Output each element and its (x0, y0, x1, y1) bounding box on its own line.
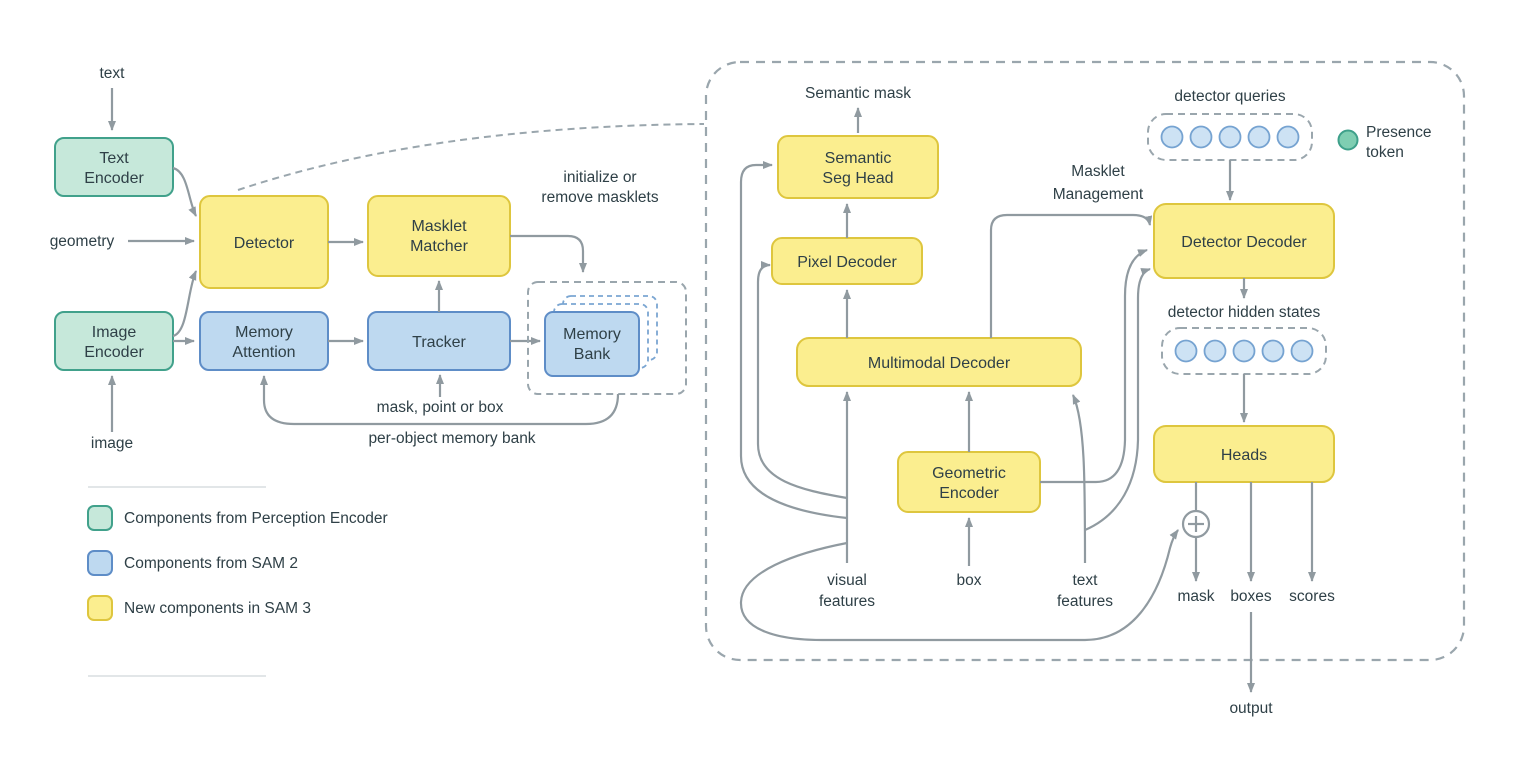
pixel-decoder-label: Pixel Decoder (797, 254, 897, 271)
arrow-multimodal-to-detector-decoder (989, 213, 1153, 338)
semantic-seg-head-label-line1: Semantic (825, 150, 892, 167)
arrow-text-encoder-to-detector (172, 166, 197, 217)
note-initialize-line2: remove masklets (541, 189, 658, 206)
memory-bank-box (544, 311, 640, 377)
memory-bank-label-line2: Bank (574, 346, 611, 363)
memory-attention-label-line1: Memory (235, 324, 293, 341)
note-mask-point-box: mask, point or box (377, 399, 504, 416)
geometric-encoder-label-line1: Geometric (932, 465, 1006, 482)
masklet-management-label-line1: Masklet (1071, 163, 1125, 180)
query-token-circle (1218, 125, 1242, 149)
presence-token-label-line1: Presence (1366, 124, 1431, 141)
detector-decoder-label: Detector Decoder (1181, 234, 1307, 251)
memory-attention-label-line2: Attention (232, 344, 295, 361)
arrow-masklet-matcher-to-memory-bank (510, 234, 587, 273)
query-token-circle (1276, 125, 1300, 149)
visual-features-label-line2: features (819, 593, 875, 610)
image-encoder-label-line1: Image (92, 324, 137, 341)
detector-queries-label: detector queries (1174, 88, 1285, 105)
legend-swatch-sam2 (87, 550, 113, 576)
semantic-seg-head-label-line2: Seg Head (822, 170, 893, 187)
note-per-object-memory-bank: per-object memory bank (368, 430, 535, 447)
left-diagram: text Text Encoder geometry Detector Mask… (50, 65, 705, 677)
legend-label-sam2: Components from SAM 2 (124, 555, 298, 572)
text-encoder-label-line1: Text (99, 150, 129, 167)
multimodal-decoder-box (796, 337, 1082, 387)
legend: Components from Perception Encoder Compo… (87, 486, 388, 677)
arrow-image-encoder-to-detector (172, 270, 198, 338)
visual-features-label-line1: visual (827, 572, 867, 589)
input-label-image: image (91, 435, 133, 452)
hidden-state-circle (1174, 339, 1198, 363)
memory-bank-label-line1: Memory (563, 326, 621, 343)
legend-swatch-perception-encoder (87, 505, 113, 531)
presence-token-icon (1337, 129, 1359, 151)
memory-bank-container (527, 281, 687, 395)
legend-swatch-sam3 (87, 595, 113, 621)
masklet-matcher-label-line2: Matcher (410, 238, 468, 255)
query-token-circle (1247, 125, 1271, 149)
text-features-label-line1: text (1073, 572, 1099, 589)
input-label-text: text (100, 65, 126, 82)
masklet-matcher-label-line1: Masklet (411, 218, 467, 235)
output-boxes-label: boxes (1230, 588, 1272, 605)
query-token-circle (1189, 125, 1213, 149)
tracker-label: Tracker (412, 334, 466, 351)
image-encoder-label-line2: Encoder (84, 344, 144, 361)
text-encoder-box (54, 137, 174, 197)
arrow-geometric-to-detector-decoder (1040, 248, 1148, 484)
hidden-state-circle (1232, 339, 1256, 363)
detector-zoom-link-line (237, 123, 705, 191)
geometric-encoder-label-line2: Encoder (939, 485, 999, 502)
memory-attention-box (199, 311, 329, 371)
hidden-state-circle (1290, 339, 1314, 363)
output-mask-label: mask (1177, 588, 1214, 605)
output-scores-label: scores (1289, 588, 1335, 605)
multimodal-decoder-label: Multimodal Decoder (868, 355, 1011, 372)
masklet-matcher-box (367, 195, 511, 277)
image-encoder-box (54, 311, 174, 371)
output-label: output (1229, 700, 1273, 717)
arrow-memory-bank-to-memory-attention (260, 375, 620, 426)
note-initialize-line1: initialize or (563, 169, 636, 186)
text-features-label-line2: features (1057, 593, 1113, 610)
legend-label-perception-encoder: Components from Perception Encoder (124, 510, 388, 527)
arrow-visual-features-to-seg-head (739, 161, 848, 520)
arrow-visual-features-to-mask-fusion (739, 529, 1179, 642)
masklet-management-label-line2: Management (1053, 186, 1144, 203)
query-token-circle (1160, 125, 1184, 149)
detector-detail-panel: Semantic mask Semantic Seg Head Pixel De… (704, 60, 1466, 717)
heads-box (1153, 425, 1335, 483)
presence-token-label-line2: token (1366, 144, 1404, 161)
arrow-visual-features-to-pixel-decoder (756, 261, 848, 500)
semantic-mask-label: Semantic mask (805, 85, 911, 102)
input-label-geometry: geometry (50, 233, 115, 250)
arrow-text-features-to-multimodal (1071, 394, 1087, 564)
legend-label-sam3: New components in SAM 3 (124, 600, 311, 617)
heads-label: Heads (1221, 447, 1267, 464)
hidden-state-circle (1203, 339, 1227, 363)
geometric-encoder-box (897, 451, 1041, 513)
detector-hidden-states-label: detector hidden states (1168, 304, 1321, 321)
detail-panel-border (704, 60, 1466, 662)
semantic-seg-head-box (777, 135, 939, 199)
hidden-state-circle (1261, 339, 1285, 363)
detector-label: Detector (234, 235, 295, 252)
arrow-text-features-to-detector-decoder (1084, 267, 1151, 532)
text-encoder-label-line2: Encoder (84, 170, 144, 187)
box-input-label: box (957, 572, 982, 589)
